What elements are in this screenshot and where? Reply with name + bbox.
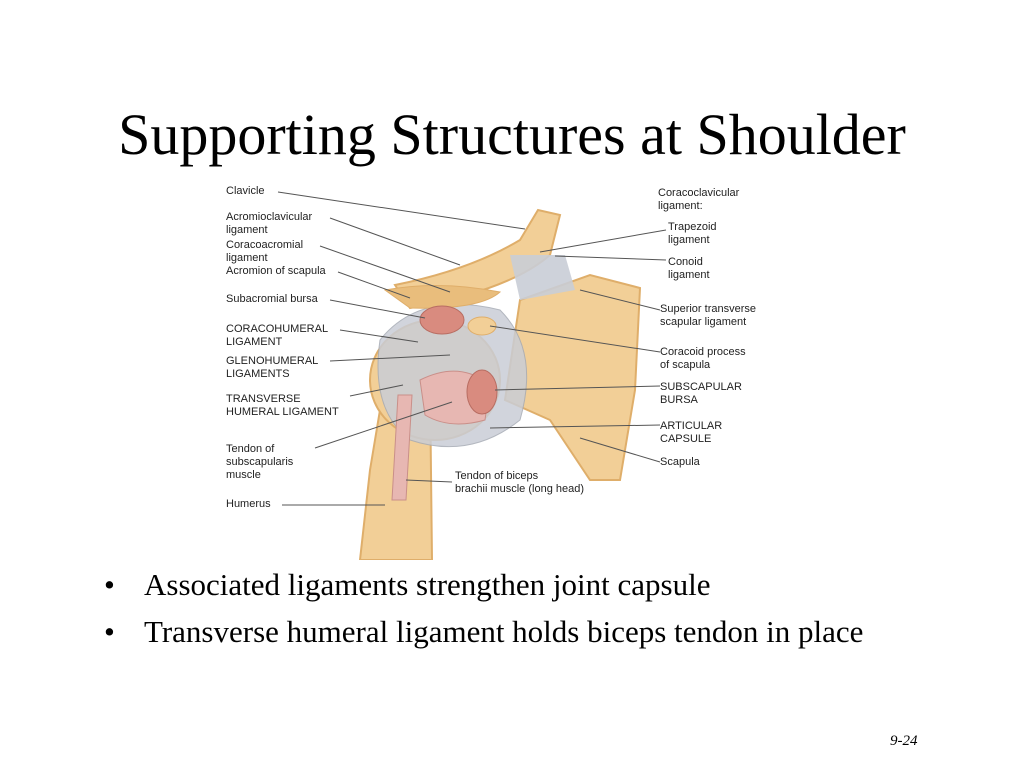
label-trapezoid-ligament: Trapezoid ligament	[668, 221, 717, 246]
label-superior-transverse-scapular-ligament: Superior transverse scapular ligament	[660, 303, 756, 328]
leader-articular-capsule	[489, 424, 661, 429]
label-articular-capsule: ARTICULAR CAPSULE	[660, 420, 723, 445]
leader-biceps-tendon	[405, 479, 453, 483]
leader-coracohumeral	[339, 329, 419, 343]
left-leader-lines	[277, 191, 526, 506]
leader-acromioclavicular	[329, 217, 461, 266]
leader-scapula	[579, 437, 661, 463]
leader-acromion	[337, 271, 411, 299]
right-leader-lines	[405, 229, 667, 483]
label-coracoclavicular-ligament: Coracoclavicular ligament:	[658, 187, 740, 212]
leader-clavicle	[277, 191, 526, 230]
bullet-list: • Associated ligaments strengthen joint c…	[100, 566, 990, 660]
leader-trapezoid	[539, 229, 667, 253]
coracoid-process-shape	[467, 316, 497, 336]
leader-subscapular-bursa	[494, 385, 661, 391]
page-number: 9-24	[890, 733, 918, 749]
label-acromion: Acromion of scapula	[226, 265, 326, 277]
leader-subscapularis-tendon	[314, 401, 453, 449]
slide-title: Supporting Structures at Shoulder	[118, 102, 906, 167]
bullet-dot-icon: •	[104, 614, 115, 649]
leader-transverse-humeral	[349, 384, 404, 397]
label-coracoacromial-ligament: Coracoacromial ligament	[226, 239, 304, 264]
leader-subacromial-bursa	[329, 299, 426, 319]
coracoclavicular-ligament-shape	[510, 255, 575, 300]
bullet-text: Transverse humeral ligament holds biceps…	[144, 614, 864, 649]
bullet-item: • Associated ligaments strengthen joint c…	[100, 566, 990, 603]
label-transverse-humeral-ligament: TRANSVERSE HUMERAL LIGAMENT	[226, 393, 339, 418]
shoulder-illustration	[277, 191, 667, 560]
label-coracohumeral-ligament: CORACOHUMERAL LIGAMENT	[226, 323, 329, 348]
shoulder-anatomy-figure: Clavicle Acromioclavicular ligament Cora…	[220, 180, 780, 560]
subacromial-bursa-shape	[419, 305, 465, 335]
label-glenohumeral-ligaments: GLENOHUMERAL LIGAMENTS	[226, 355, 319, 380]
bullet-text: Associated ligaments strengthen joint ca…	[144, 567, 711, 602]
label-subscapularis-tendon: Tendon of subscapularis muscle	[226, 443, 294, 481]
label-biceps-tendon: Tendon of biceps brachii muscle (long he…	[455, 470, 585, 495]
label-subacromial-bursa: Subacromial bursa	[226, 293, 318, 305]
biceps-tendon-shape	[391, 394, 413, 501]
label-subscapular-bursa: SUBSCAPULAR BURSA	[660, 381, 742, 406]
label-conoid-ligament: Conoid ligament	[668, 256, 710, 281]
label-humerus: Humerus	[226, 498, 271, 510]
bullet-dot-icon: •	[104, 567, 115, 602]
label-coracoid-process: Coracoid process of scapula	[660, 346, 746, 371]
subscapular-bursa-shape	[466, 369, 498, 415]
leader-glenohumeral	[329, 354, 451, 362]
label-clavicle: Clavicle	[226, 185, 265, 197]
leader-conoid	[554, 255, 667, 261]
leader-superior-transverse	[579, 289, 661, 311]
bullet-item: • Transverse humeral ligament holds bicep…	[100, 613, 990, 650]
label-acromioclavicular-ligament: Acromioclavicular ligament	[226, 211, 313, 236]
leader-coracoid	[489, 325, 661, 353]
leader-coracoacromial	[319, 245, 451, 293]
label-scapula: Scapula	[660, 456, 700, 468]
